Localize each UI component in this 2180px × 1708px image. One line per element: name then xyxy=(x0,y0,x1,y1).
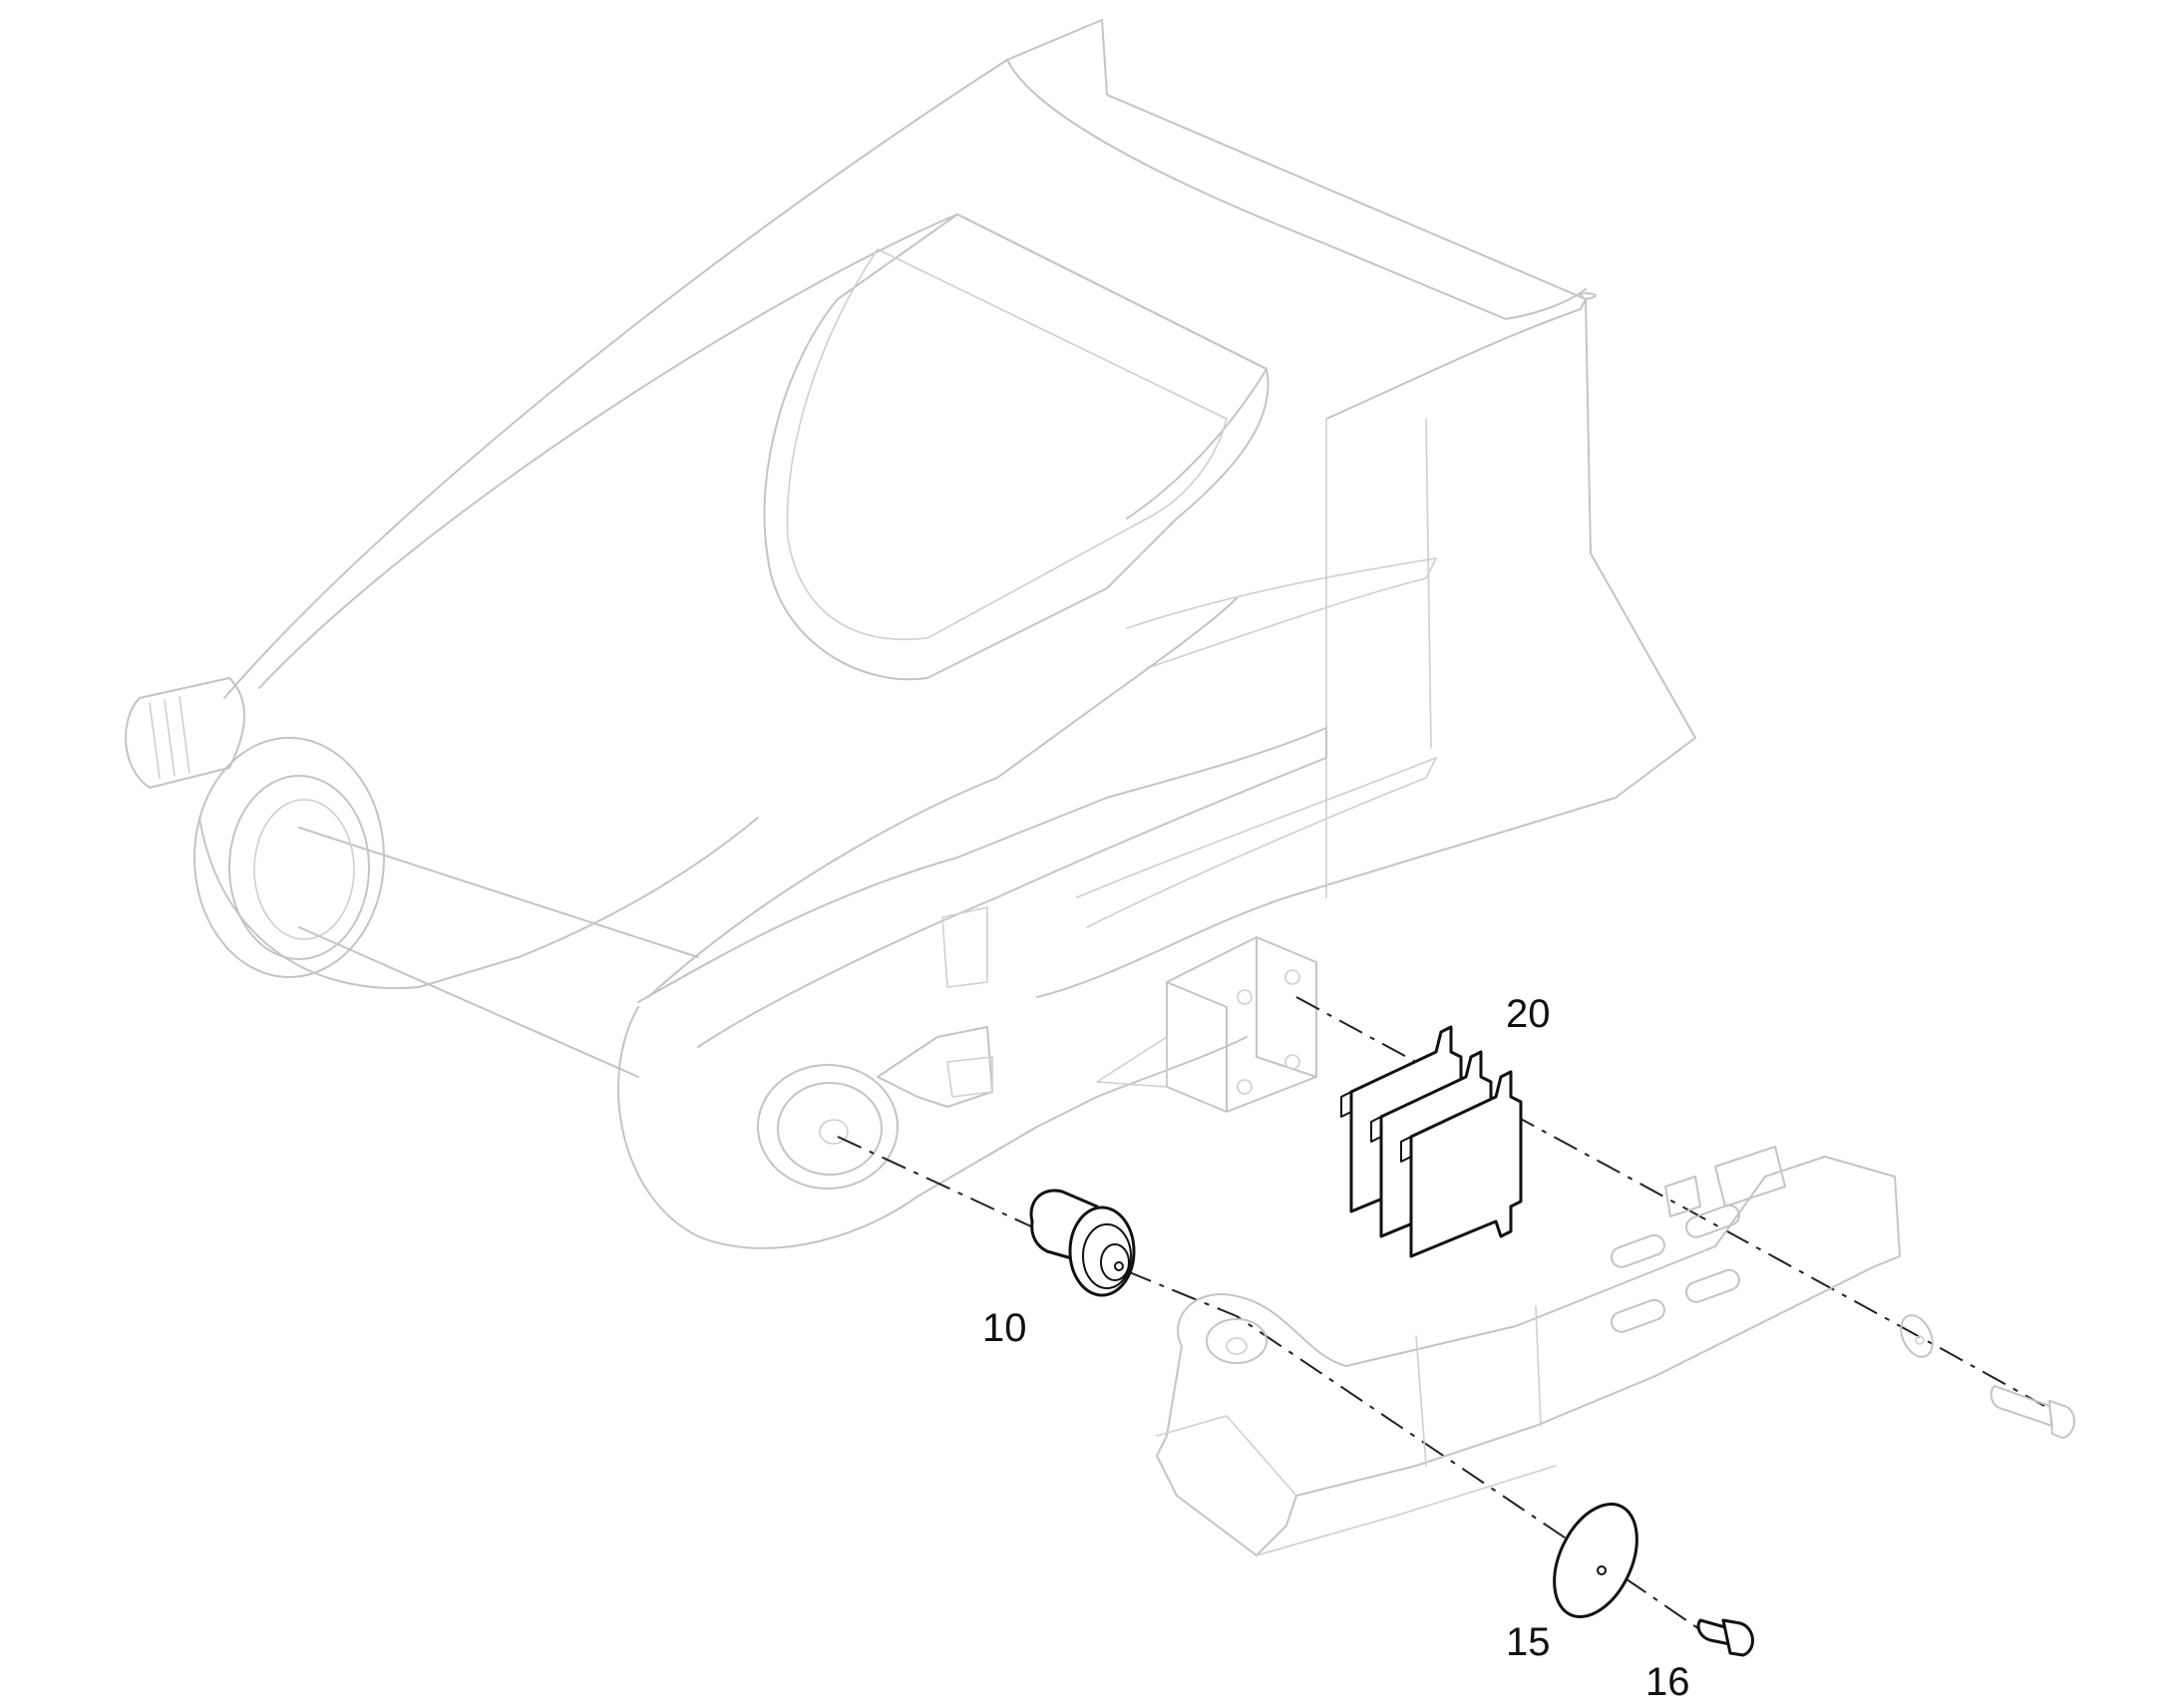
arm-side-plate-edge xyxy=(647,597,1238,998)
washer-hole xyxy=(1597,1565,1607,1575)
support-bracket-ghost xyxy=(1156,1146,1901,1556)
part-bolt-short[interactable] xyxy=(1696,1618,1754,1657)
bracket-slot-1 xyxy=(1611,1233,1665,1268)
mount-hole-2 xyxy=(1284,969,1300,985)
bracket-slot-3 xyxy=(1611,1298,1665,1333)
arm-right-inner xyxy=(1325,418,1432,898)
shim-tabs-left xyxy=(1340,1091,1412,1163)
small-washer xyxy=(1900,1314,1934,1358)
callout-washer-large: 15 xyxy=(1506,1620,1551,1664)
arm-right-web xyxy=(1036,298,1696,998)
washer-disc xyxy=(1553,1503,1638,1618)
bracket-slot-2 xyxy=(1685,1203,1740,1238)
threaded-cap-ribs xyxy=(149,696,190,779)
part-pin[interactable] xyxy=(1029,1189,1136,1297)
arm-cutout-inner xyxy=(786,248,1228,641)
cross-tube-end-outer xyxy=(193,737,385,978)
boom-assembly-ghost xyxy=(125,19,1696,1249)
pin-center-hole xyxy=(1114,1261,1124,1271)
link-bracket xyxy=(877,1026,993,1108)
callout-pin: 10 xyxy=(982,1306,1027,1350)
long-bolt-shank xyxy=(1990,1385,2053,1427)
pin-hex xyxy=(1082,1223,1132,1289)
pin-face xyxy=(1100,1243,1130,1281)
bracket-web xyxy=(1415,1305,1542,1467)
bracket-slot-4 xyxy=(1685,1268,1740,1303)
cross-tube-end-face xyxy=(253,799,355,940)
arm-upper-plate xyxy=(258,213,1268,689)
arm-diagonal-rib-1 xyxy=(1126,557,1437,669)
right-fastener-set xyxy=(1900,1314,2075,1439)
centerline-pin-to-washer xyxy=(1126,1270,1716,1641)
left-side-plate xyxy=(198,817,759,989)
bolt-short-head xyxy=(1721,1618,1754,1657)
bracket-eye-bore xyxy=(1226,1337,1248,1355)
mount-hole-1 xyxy=(1237,989,1253,1005)
part-shim-pack[interactable] xyxy=(1340,1025,1523,1258)
long-bolt-head xyxy=(2048,1400,2075,1439)
callout-bolt-short: 16 xyxy=(1645,1660,1690,1704)
threaded-cap xyxy=(125,677,245,789)
front-pin-boss-mid xyxy=(777,1082,883,1176)
callout-shim-pack: 20 xyxy=(1506,992,1551,1036)
arm-outer-contour xyxy=(223,19,1597,699)
bracket-flange xyxy=(1156,1415,1557,1556)
mount-hole-3 xyxy=(1237,1079,1253,1095)
mount-hole-4 xyxy=(1284,1054,1300,1070)
mount-gusset xyxy=(1096,1036,1168,1088)
arm-top-edge xyxy=(1006,59,1587,320)
callout-labels: 10 20 15 16 xyxy=(982,992,1690,1704)
mount-block xyxy=(1166,936,1317,1113)
small-washer-hole xyxy=(1915,1335,1925,1345)
cross-tube-end-inner xyxy=(228,775,370,960)
shim-plate-3 xyxy=(1409,1070,1523,1258)
arm-lower-plate xyxy=(637,727,1327,1048)
part-washer-large[interactable] xyxy=(1538,1491,1653,1629)
bracket-outline xyxy=(1156,1156,1901,1556)
front-pin-boss-bore xyxy=(819,1119,849,1145)
cross-tube xyxy=(298,827,699,1078)
link-bracket-lugs xyxy=(941,906,993,1098)
pin-flange xyxy=(1068,1205,1136,1297)
front-pin-boss-outer xyxy=(757,1064,899,1190)
arm-side-plate xyxy=(617,1006,1248,1249)
bracket-top-slots xyxy=(1664,1146,1786,1217)
bracket-eye xyxy=(1206,1318,1268,1364)
arm-diagonal-rib-2 xyxy=(1076,757,1437,928)
arm-cutout xyxy=(763,213,1270,681)
